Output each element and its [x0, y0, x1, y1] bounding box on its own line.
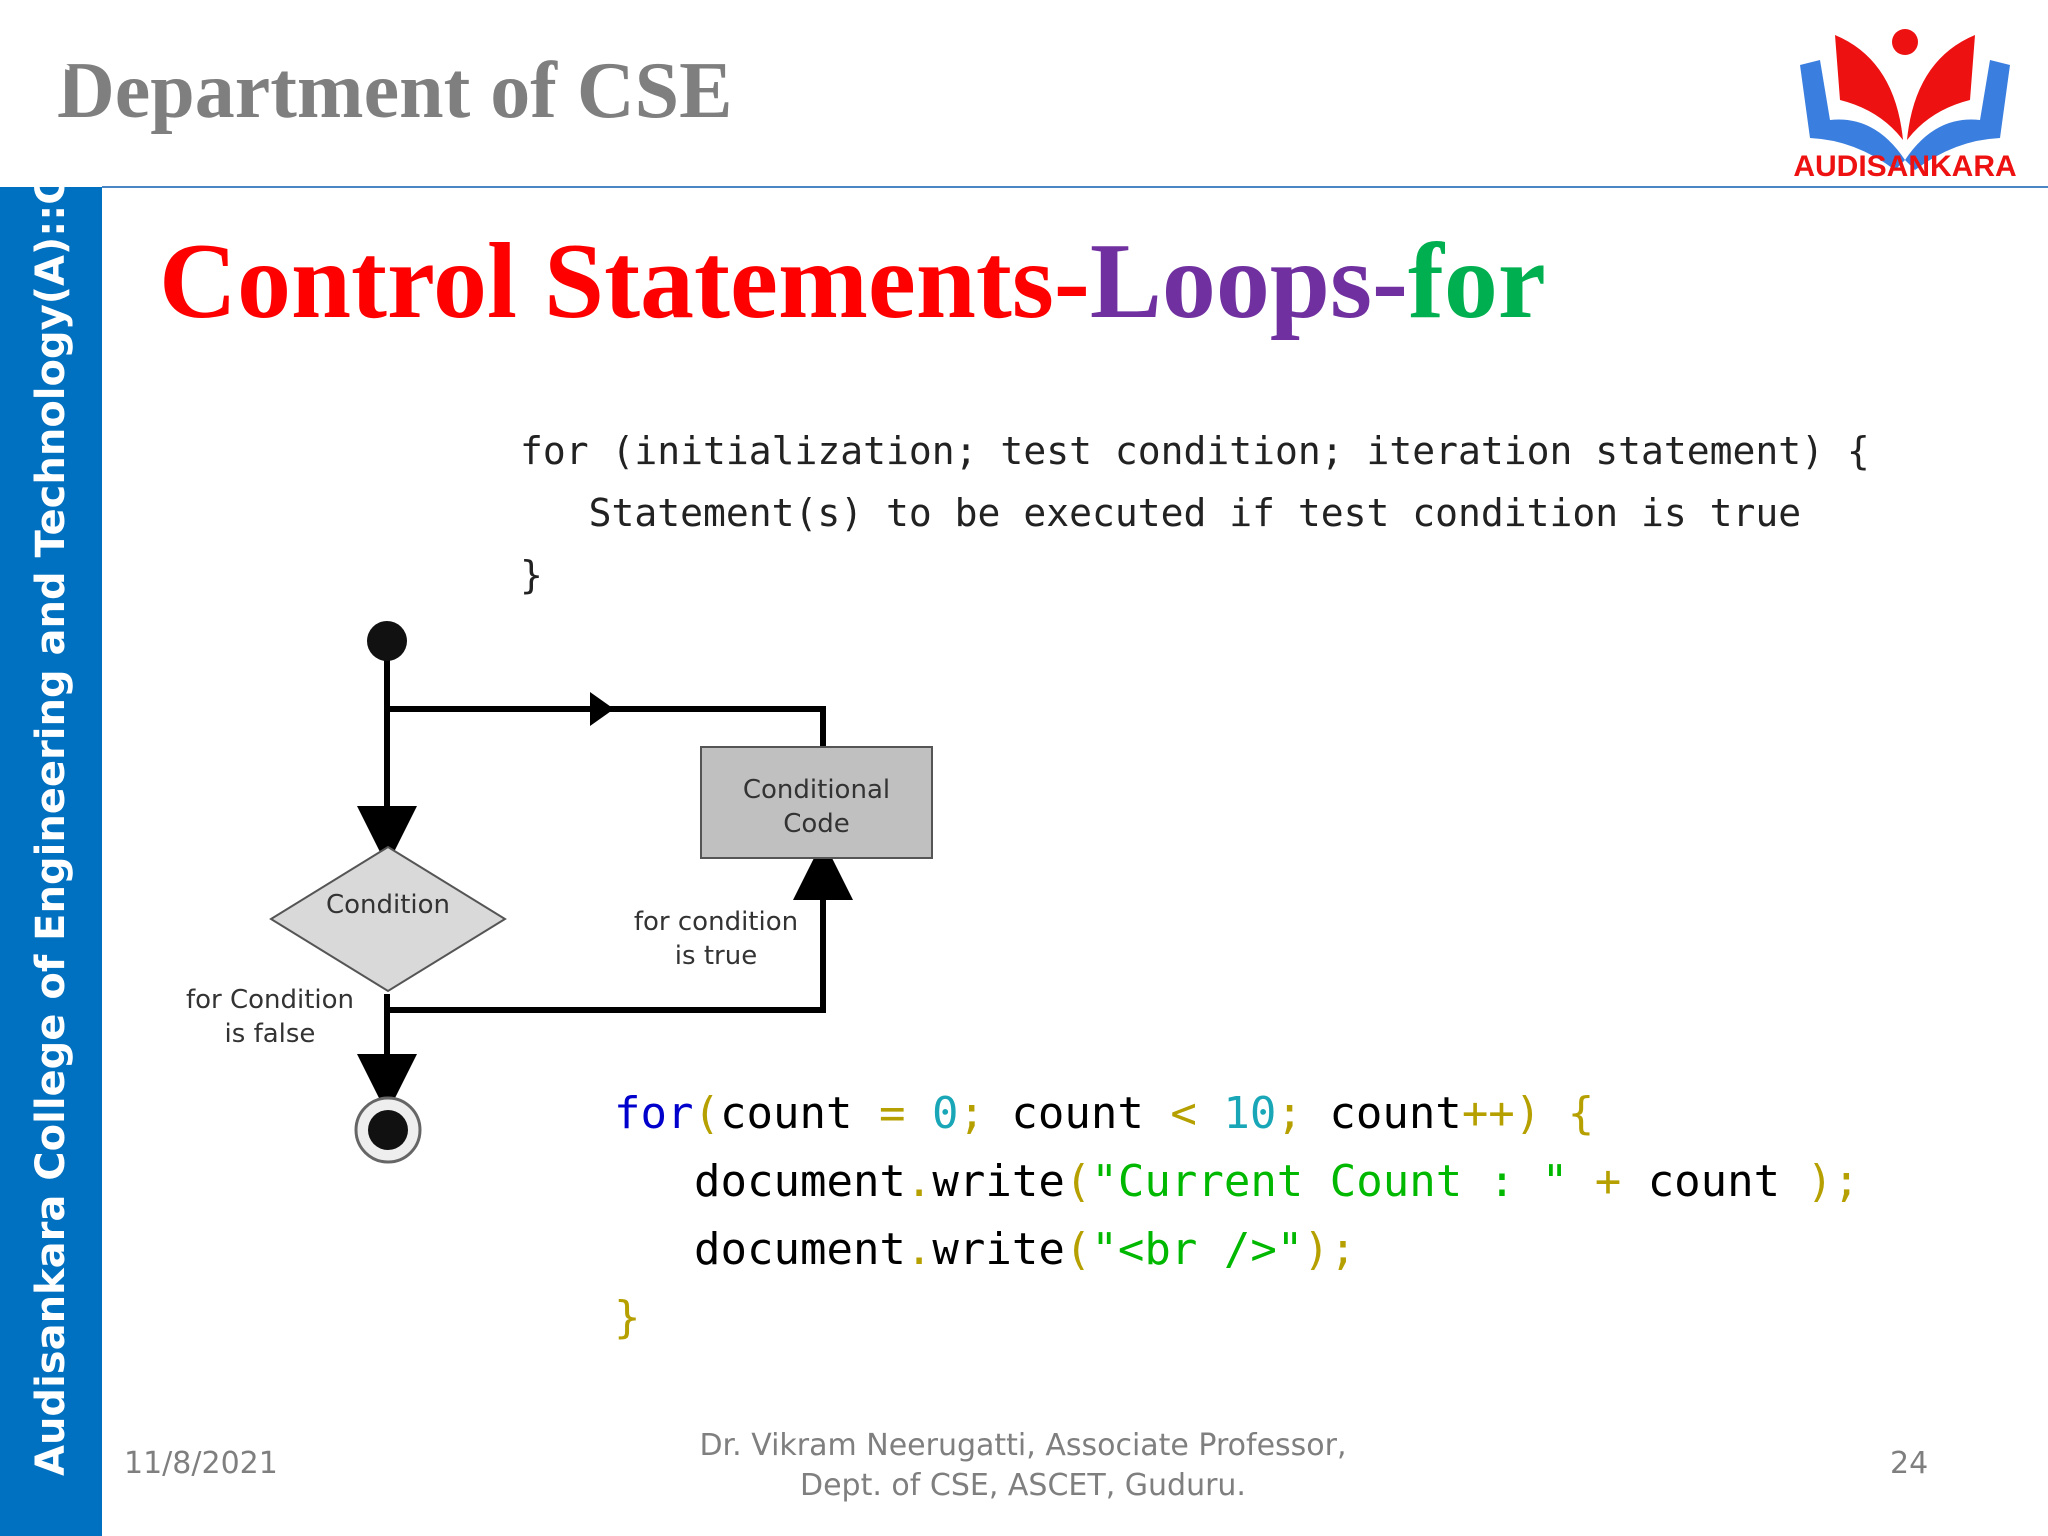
department-title: Department of CSE: [57, 47, 733, 135]
code-line: }: [614, 1292, 641, 1343]
code-line: document.write("<br />");: [694, 1224, 1357, 1275]
code-line: }: [520, 553, 543, 597]
start-node: [367, 621, 407, 661]
slide-title: Control Statements-Loops-for: [159, 220, 1546, 344]
true-line: [387, 840, 853, 1013]
college-name: Audisankara College of Engineering and T…: [28, 0, 74, 1476]
sidebar: [0, 187, 102, 1536]
header-divider: [102, 186, 2048, 188]
title-part-for: for: [1407, 222, 1546, 341]
code-line: Statement(s) to be executed if test cond…: [520, 491, 1802, 535]
loop-back-line: [387, 706, 826, 747]
code-line: document.write("Current Count : " + coun…: [694, 1156, 1860, 1207]
footer-author: Dr. Vikram Neerugatti, Associate Profess…: [699, 1428, 1347, 1503]
example-code: for(count = 0; count < 10; count++) { doc…: [614, 1080, 1860, 1352]
page-number: 24: [1890, 1446, 1929, 1481]
audisankara-logo: AUDISANKARA: [1793, 29, 2017, 183]
footer-date: 11/8/2021: [124, 1446, 278, 1481]
syntax-code: for (initialization; test condition; ite…: [520, 420, 1870, 606]
condition-label: Condition: [325, 890, 451, 920]
title-part-loops: Loops-: [1089, 222, 1408, 341]
code-line: for(count = 0; count < 10; count++) {: [614, 1088, 1595, 1139]
condition-diamond: [269, 845, 507, 993]
code-line: for (initialization; test condition; ite…: [520, 429, 1870, 473]
title-part-control: Control Statements-: [159, 222, 1090, 341]
svg-text:AUDISANKARA: AUDISANKARA: [1793, 150, 2016, 183]
arrow-left-icon: [590, 692, 614, 726]
conditional-code-box: [700, 746, 933, 859]
flowchart: [269, 621, 933, 1164]
